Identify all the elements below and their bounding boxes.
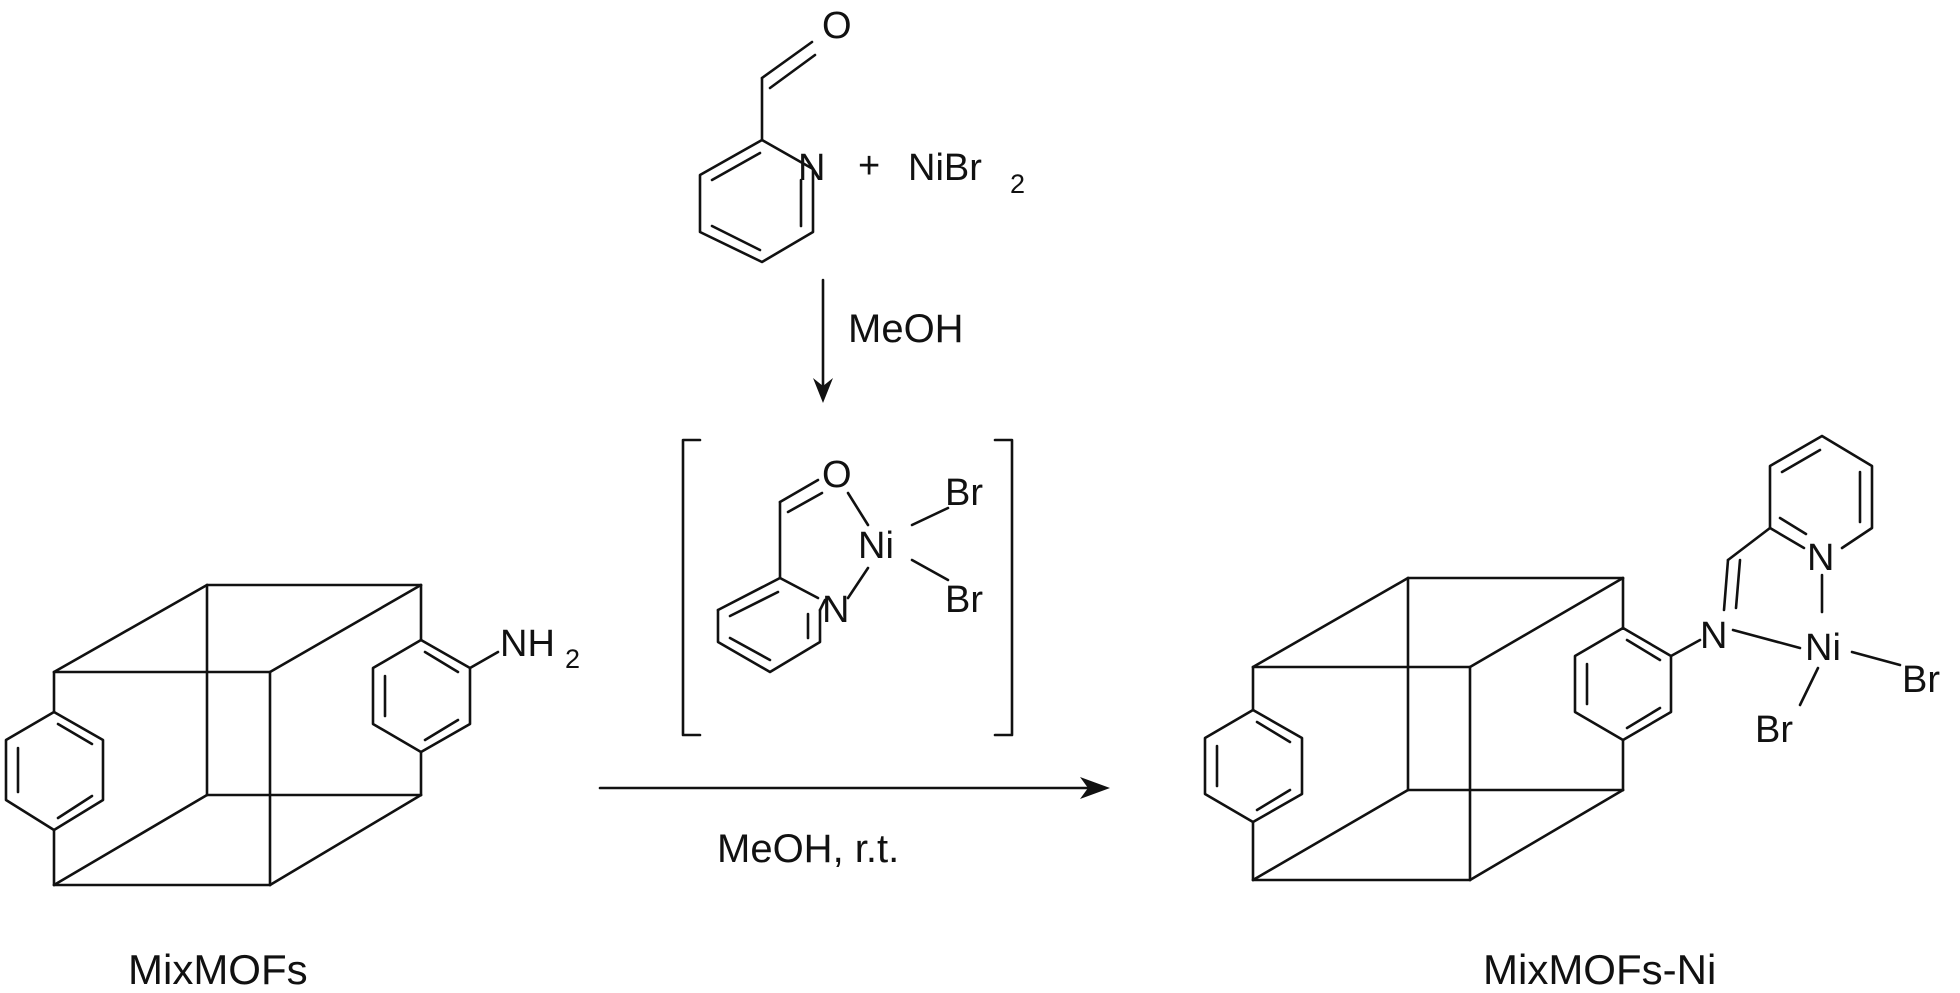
mixmofs-caption: MixMOFs bbox=[128, 946, 308, 993]
step2-arrow bbox=[598, 777, 1110, 799]
intermediate-oxygen: O bbox=[822, 454, 852, 496]
product-imine-nitrogen: N bbox=[1700, 615, 1727, 657]
mixmofs-ni-caption: MixMOFs-Ni bbox=[1483, 946, 1716, 993]
pyridine-carbaldehyde: O N bbox=[698, 5, 852, 264]
mixmof-framework: NH 2 bbox=[4, 583, 580, 887]
pyridine-nitrogen: N bbox=[798, 147, 825, 189]
mixmof-ni-framework: N N Ni Br Br bbox=[1203, 434, 1940, 882]
amine-subscript: 2 bbox=[565, 644, 580, 674]
intermediate-bromine-bottom: Br bbox=[945, 579, 983, 621]
plus-sign: + bbox=[858, 145, 880, 187]
step1-condition: MeOH bbox=[848, 307, 964, 351]
nickel-bromide: NiBr 2 bbox=[908, 147, 1025, 199]
left-bracket bbox=[681, 438, 702, 737]
product-nickel: Ni bbox=[1805, 627, 1841, 669]
nickel-bromide-subscript: 2 bbox=[1010, 169, 1025, 199]
step2-condition: MeOH, r.t. bbox=[717, 827, 899, 871]
amine-nh: NH bbox=[500, 623, 555, 665]
step1-arrow bbox=[813, 278, 833, 403]
intermediate-nickel: Ni bbox=[858, 525, 894, 567]
intermediate-complex: O N Ni Br Br bbox=[681, 438, 1014, 737]
product-bromine-right: Br bbox=[1902, 659, 1940, 701]
nickel-bromide-label: NiBr bbox=[908, 147, 982, 189]
intermediate-bromine-top: Br bbox=[945, 472, 983, 514]
product-pyridine-nitrogen: N bbox=[1807, 537, 1834, 579]
right-bracket bbox=[993, 438, 1014, 737]
product-bromine-bottom: Br bbox=[1755, 709, 1793, 751]
intermediate-nitrogen: N bbox=[822, 589, 849, 631]
aldehyde-oxygen: O bbox=[822, 5, 852, 47]
